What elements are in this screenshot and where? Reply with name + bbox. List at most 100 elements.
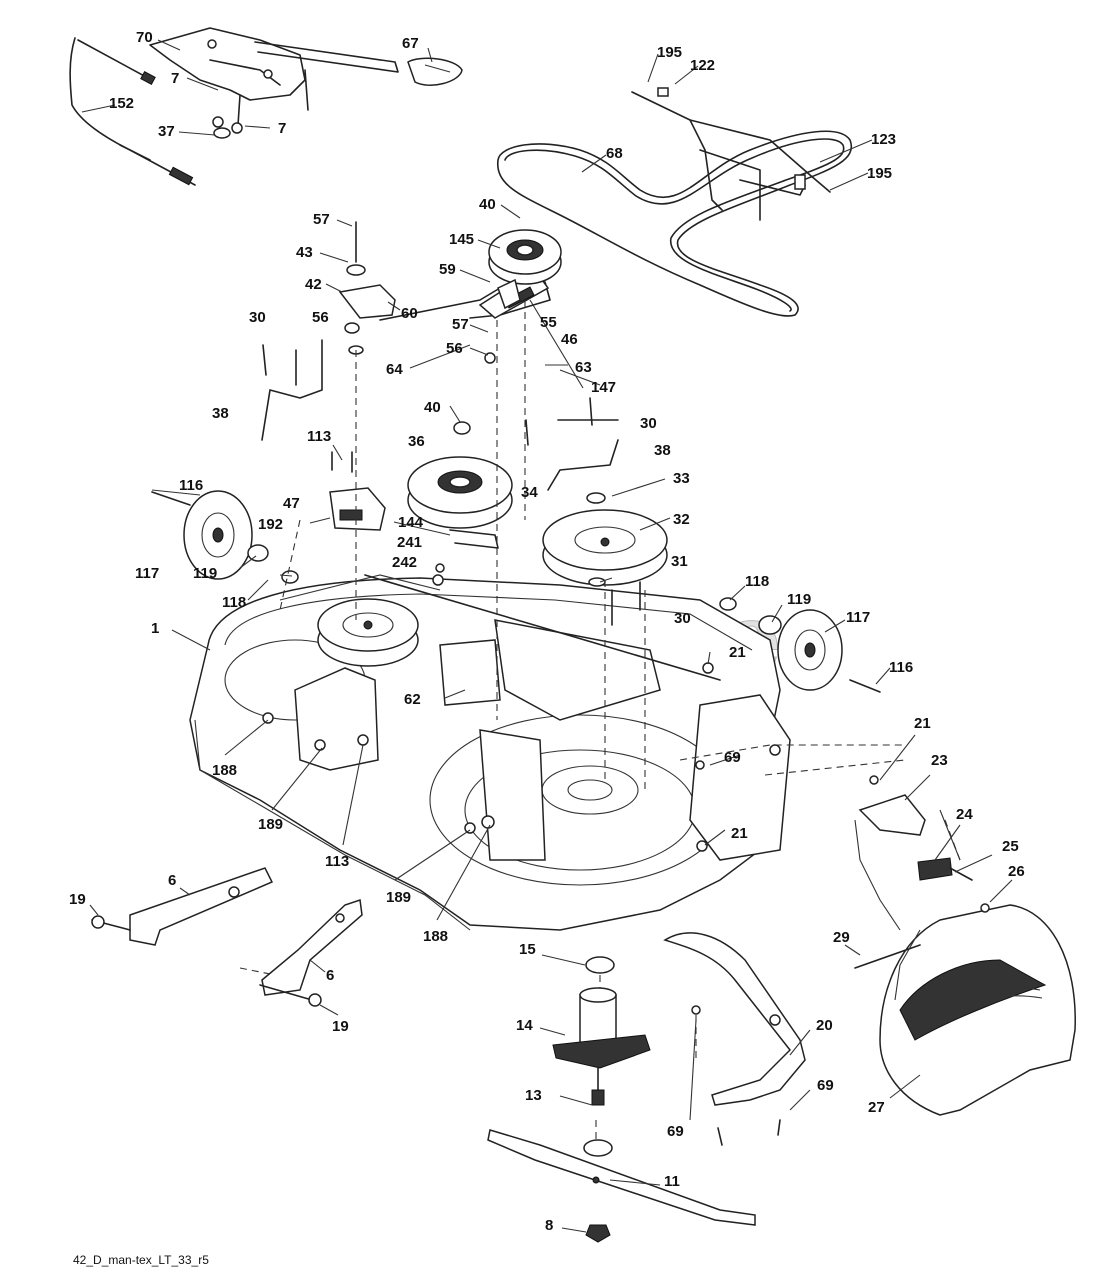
callout-label: 192 [258,516,283,533]
lift-cable [69,37,196,186]
callout-label: 43 [296,244,313,261]
callout-label: 118 [222,594,246,611]
callout-label: 11 [664,1173,680,1190]
idler-pulley-36 [407,456,513,529]
callout-label: 119 [193,565,217,582]
gauge-wheel-left [151,490,299,584]
callout-label: 29 [833,929,850,946]
callout-label: 189 [258,816,283,833]
callout-label: 116 [889,659,913,676]
callout-label: 40 [424,399,441,416]
callout-label: 57 [313,211,330,228]
callout-label: 21 [914,715,931,732]
callout-label: 241 [397,534,422,551]
callout-label: 123 [871,131,896,148]
callout-label: 57 [452,316,469,333]
mower-blade [487,1129,756,1243]
callout-label: 33 [673,470,690,487]
callout-label: 113 [325,853,349,870]
spindle-assembly [552,956,651,1157]
callout-label: 8 [545,1217,553,1234]
mower-deck [189,574,791,931]
callout-label: 20 [816,1017,833,1034]
callout-label: 40 [479,196,496,213]
callout-label: 23 [931,752,948,769]
callout-label: 30 [674,610,691,627]
callout-label: 59 [439,261,456,278]
callout-label: 36 [408,433,425,450]
callout-label: 69 [667,1123,684,1140]
callout-label: 117 [135,565,159,582]
callout-label: 30 [640,415,657,432]
callout-label: 31 [671,553,688,570]
callout-label: 15 [519,941,536,958]
callout-label: 145 [449,231,474,248]
callout-label: 60 [401,305,418,322]
brace-bracket-47 [329,451,386,531]
callout-label: 64 [386,361,403,378]
callout-label: 6 [326,967,334,984]
callout-label: 144 [398,514,424,531]
callout-label: 25 [1002,838,1019,855]
callout-label: 19 [69,891,86,908]
callout-label: 14 [516,1017,533,1034]
callout-label: 21 [729,644,746,661]
callout-label: 26 [1008,863,1025,880]
callout-label: 63 [575,359,592,376]
spindle-pulley-32 [542,492,668,587]
callout-label: 6 [168,872,176,889]
callout-label: 70 [136,29,153,46]
callout-labels: 70 67 195 122 7 152 37 7 68 123 195 40 5… [69,29,1025,1234]
callout-label: 32 [673,511,690,528]
callout-label: 37 [158,123,175,140]
callout-label: 62 [404,691,421,708]
idler-pulley-145 [488,229,562,310]
callout-label: 38 [654,442,671,459]
callout-label: 117 [846,609,870,626]
discharge-bracket [663,932,806,1106]
callout-label: 188 [423,928,448,945]
deck-pulley-left [317,598,419,667]
callout-label: 13 [525,1087,542,1104]
deck-hanger-lower [259,899,363,1007]
callout-label: 189 [386,889,411,906]
belt-guide-bracket [631,87,831,221]
handle-grip [407,57,463,86]
callout-label: 42 [305,276,322,293]
callout-label: 116 [179,477,203,494]
gauge-wheel-right [719,597,881,693]
callout-label: 7 [278,120,286,137]
deck-hanger-upper [91,867,274,946]
callout-label: 242 [392,554,417,571]
callout-label: 38 [212,405,229,422]
callout-label: 46 [561,331,578,348]
callout-label: 69 [817,1077,834,1094]
leader-lines [81,39,1013,1233]
callout-label: 47 [283,495,300,512]
lift-rod-right [547,397,619,491]
callout-label: 7 [171,70,179,87]
callout-label: 188 [212,762,237,779]
callout-label: 68 [606,145,623,162]
drive-belt [497,130,853,317]
callout-label: 34 [521,484,538,501]
callout-label: 55 [540,314,557,331]
callout-label: 118 [745,573,769,590]
callout-label: 147 [591,379,616,396]
chute-hinge-parts [854,794,990,969]
callout-label: 195 [657,44,682,61]
callout-label: 56 [446,340,463,357]
lift-rod-left [261,339,323,441]
callout-label: 152 [109,95,134,112]
callout-label: 122 [690,57,715,74]
callout-label: 195 [867,165,892,182]
callout-label: 113 [307,428,331,445]
callout-label: 27 [868,1099,885,1116]
discharge-chute [879,904,1076,1116]
callout-label: 69 [724,749,741,766]
callout-label: 21 [731,825,748,842]
callout-label: 30 [249,309,266,326]
callout-label: 19 [332,1018,349,1035]
lift-lever-assembly [149,27,399,139]
